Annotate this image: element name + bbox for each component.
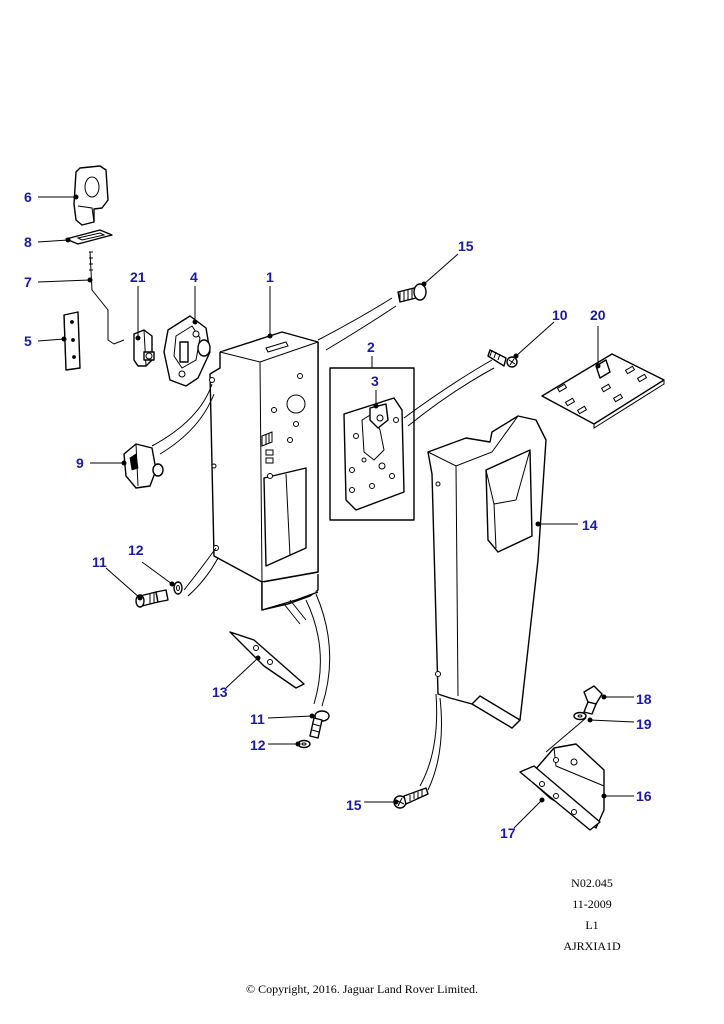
callout-12-lower: 12 <box>250 737 266 753</box>
part-12-washer-left <box>173 581 183 595</box>
part-9-latch-block <box>123 443 164 489</box>
callout-8: 8 <box>24 234 32 250</box>
part-14-trim-cover <box>427 415 547 729</box>
callout-15-bottom: 15 <box>346 797 362 813</box>
callout-7: 7 <box>24 274 32 290</box>
part-1-pillar-panel <box>209 331 319 611</box>
copyright-notice: © Copyright, 2016. Jaguar Land Rover Lim… <box>245 982 479 996</box>
part-6-handle-grip <box>73 165 109 226</box>
callout-13: 13 <box>212 684 228 700</box>
part-4-latch-mechanism <box>163 315 211 387</box>
callout-3: 3 <box>371 373 379 389</box>
assembly-lines <box>151 297 587 791</box>
reference-id: AJRXIA1D <box>563 939 621 953</box>
part-21-latch-clip <box>133 329 155 367</box>
part-15-screw-bottom <box>393 787 429 809</box>
part-20-plate <box>541 353 665 429</box>
callout-11-lower: 11 <box>250 711 265 727</box>
callout-2: 2 <box>367 339 375 355</box>
callout-1: 1 <box>266 269 274 285</box>
callout-11-left: 11 <box>92 554 107 570</box>
part-7-rod <box>89 251 125 345</box>
part-17-base-plate <box>519 765 601 831</box>
part-3-striker-plate <box>343 397 405 511</box>
callout-10: 10 <box>552 307 568 323</box>
callout-5: 5 <box>24 333 32 349</box>
part-10-screw <box>487 349 518 368</box>
callout-6: 6 <box>24 189 32 205</box>
callout-14: 14 <box>582 517 598 533</box>
part-18-bolt <box>583 685 603 715</box>
part-15-screw-top <box>397 283 427 303</box>
callout-12-left: 12 <box>128 542 144 558</box>
callout-labels: 6 8 7 5 21 4 1 2 3 15 10 20 9 14 11 12 1… <box>24 189 652 841</box>
leader-lines <box>37 194 635 829</box>
reference-date: 11-2009 <box>572 897 612 911</box>
part-11-bolt-lower <box>309 710 330 739</box>
callout-19: 19 <box>636 716 652 732</box>
callout-4: 4 <box>190 269 198 285</box>
part-19-washer <box>573 711 587 721</box>
callout-21: 21 <box>130 269 146 285</box>
callout-18: 18 <box>636 691 652 707</box>
callout-17: 17 <box>500 825 516 841</box>
reference-code: N02.045 <box>571 876 613 890</box>
callout-9: 9 <box>76 455 84 471</box>
part-11-bolt-left <box>135 589 169 608</box>
reference-level: L1 <box>585 918 599 932</box>
part-5-plate <box>63 311 81 371</box>
callout-15-top: 15 <box>458 238 474 254</box>
part-8-bezel <box>65 229 113 245</box>
part-13-flange-plate <box>229 631 305 689</box>
callout-20: 20 <box>590 307 606 323</box>
callout-16: 16 <box>636 788 652 804</box>
